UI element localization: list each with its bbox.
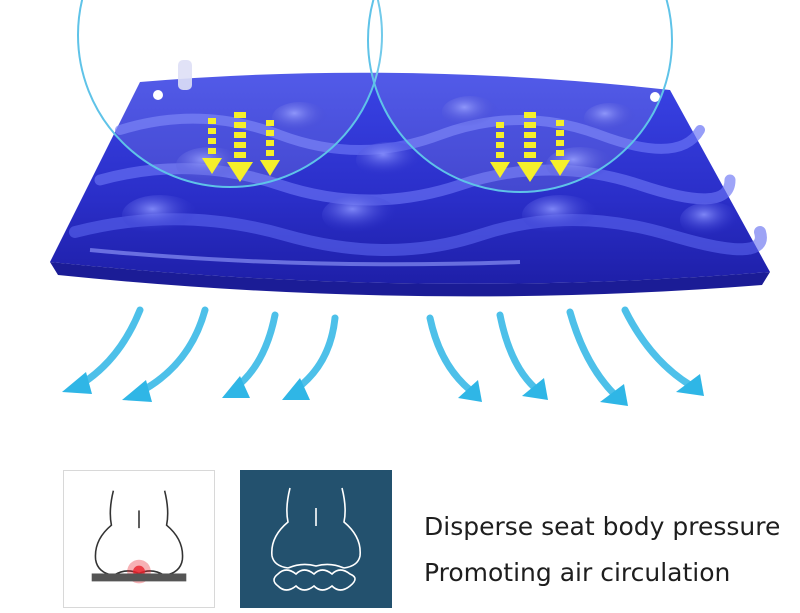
product-illustration xyxy=(50,0,770,406)
buttocks-on-flat-surface-icon xyxy=(91,490,187,584)
magnifier-circles xyxy=(77,0,673,193)
hard-seat-panel xyxy=(63,470,215,608)
buttocks-on-air-cushion-icon xyxy=(271,487,361,591)
caption-disperse-pressure: Disperse seat body pressure xyxy=(424,512,781,541)
pressure-arrows xyxy=(202,112,570,182)
cushion-seat-panel xyxy=(240,470,392,608)
caption-air-circulation: Promoting air circulation xyxy=(424,558,731,587)
air-flow-arrows xyxy=(62,306,704,406)
air-cushion xyxy=(50,60,770,297)
